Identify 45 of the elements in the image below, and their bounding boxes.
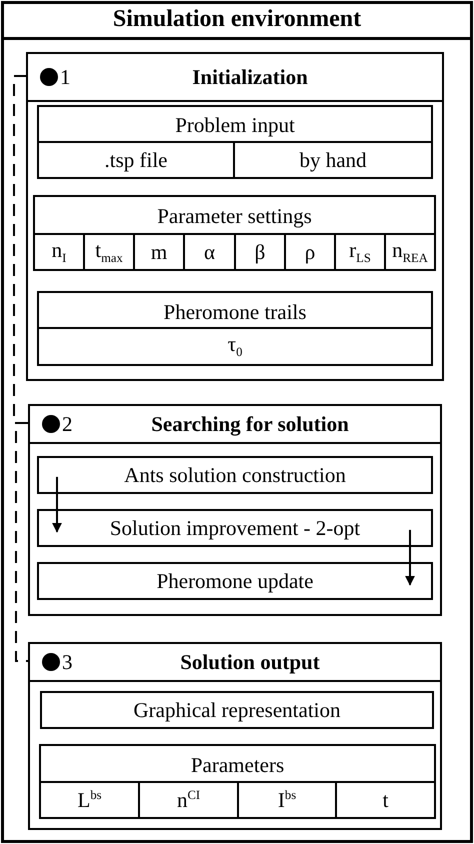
section-title: Initialization xyxy=(192,64,308,90)
group-heading: Problem input xyxy=(175,112,295,138)
cell-text: n$^{CI}$ xyxy=(176,788,200,812)
dashed-connector xyxy=(13,75,28,424)
value-cell xyxy=(37,456,433,494)
cell-text: Ants solution construction xyxy=(124,462,346,488)
cell-text: L$^{bs}$ xyxy=(77,788,102,812)
arrow xyxy=(52,476,62,533)
group-heading: Parameters xyxy=(190,752,284,778)
group-heading: Parameter settings xyxy=(157,204,312,228)
section-title: Solution output xyxy=(180,650,320,674)
arrow xyxy=(405,530,415,586)
section-panel xyxy=(28,642,442,830)
cell-text: by hand xyxy=(299,148,367,172)
group-box xyxy=(37,105,433,179)
group-box xyxy=(37,291,433,366)
cell-text: Solution improvement - 2-opt xyxy=(110,516,360,540)
value-cell xyxy=(40,691,434,729)
group-box xyxy=(39,744,436,819)
cell-text: t$_{max}$ xyxy=(95,238,123,266)
cell-text: α xyxy=(204,240,215,264)
step-number: 2 xyxy=(62,412,72,436)
step-number: 1 xyxy=(60,64,70,90)
section-panel xyxy=(26,52,444,381)
cell-text: n$_{REA}$ xyxy=(392,238,428,266)
cell-text: t xyxy=(382,788,388,812)
cell-text: ρ xyxy=(304,240,316,264)
dashed-connector xyxy=(15,422,28,662)
cell-text: τ$_{0}$ xyxy=(228,332,242,361)
value-cell xyxy=(37,562,433,600)
group-heading: Pheromone trails xyxy=(164,300,306,324)
cell-text: Pheromone update xyxy=(156,568,314,594)
step-number: 3 xyxy=(62,650,72,674)
cell-text: r$_{LS}$ xyxy=(349,238,371,266)
cell-text: n$_{I}$ xyxy=(52,238,66,266)
group-box xyxy=(33,195,436,271)
section-title: Searching for solution xyxy=(151,412,349,436)
section-panel xyxy=(28,404,442,616)
cell-text: .tsp file xyxy=(104,148,168,172)
cell-text: Graphical representation xyxy=(134,698,340,722)
cell-text: I$^{bs}$ xyxy=(278,788,296,812)
cell-text: β xyxy=(254,240,266,264)
value-cell xyxy=(37,509,433,547)
section-title: Simulation environment xyxy=(112,6,362,33)
cell-text: m xyxy=(150,240,168,264)
